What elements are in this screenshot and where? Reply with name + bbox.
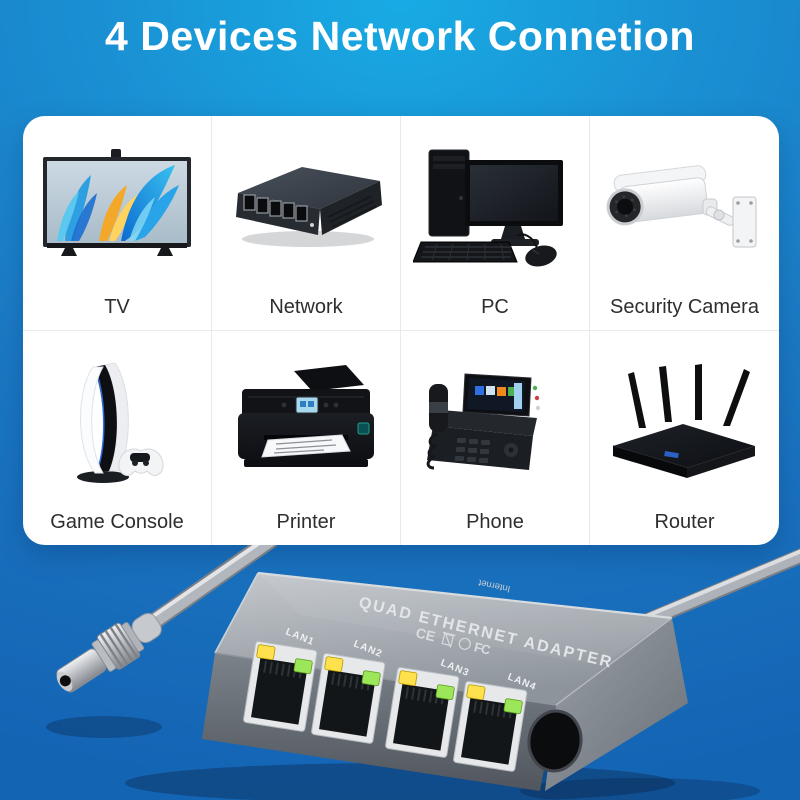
dc-input-hole <box>527 709 583 773</box>
ce-mark: CE <box>414 624 437 644</box>
device-cell-phone: Phone <box>401 330 590 545</box>
lan3-green-led <box>435 684 455 701</box>
device-cell-network: Network <box>212 116 401 331</box>
certification-marks: CE FC <box>414 624 493 658</box>
rj45-port-lan4 <box>453 680 528 772</box>
right-cable <box>629 548 800 634</box>
device-label-phone: Phone <box>466 511 524 533</box>
game-controller <box>118 448 164 477</box>
device-cell-tv: TV <box>23 116 212 331</box>
lan2-green-led <box>361 670 381 687</box>
weee-bin-icon <box>441 633 455 647</box>
device-cell-game-console: Game Console <box>23 330 212 545</box>
switch-ports <box>243 194 308 222</box>
banner-title: 4 Devices Network Connetion <box>105 13 695 59</box>
lan4-yellow-led <box>466 684 486 701</box>
fcc-mark: FC <box>473 639 493 658</box>
router-icon <box>612 364 755 479</box>
printer-icon <box>238 365 374 468</box>
device-cell-security-camera: Security Camera <box>590 116 779 331</box>
lan2-yellow-led <box>324 656 344 673</box>
left-cable <box>147 545 277 630</box>
desktop-pc-icon <box>413 149 563 267</box>
device-cell-pc: PC <box>401 116 590 331</box>
lan1-green-led <box>293 658 313 675</box>
quad-ethernet-adapter-photo: QUAD ETHERNET ADAPTER CE FC Internet LAN… <box>46 545 800 800</box>
internet-port-label: Internet <box>477 577 511 595</box>
device-label-security-camera: Security Camera <box>610 295 759 318</box>
device-label-router: Router <box>654 511 715 533</box>
rj45-port-lan1 <box>243 640 318 732</box>
rohs-mark-icon <box>458 637 471 650</box>
game-console-icon <box>77 362 164 484</box>
device-label-printer: Printer <box>276 511 336 533</box>
device-label-pc: PC <box>481 295 509 318</box>
devices-card: TV <box>23 116 779 545</box>
lan4-green-led <box>503 698 523 715</box>
device-label-tv: TV <box>104 295 130 318</box>
switch-power-led <box>310 223 314 228</box>
dc-power-plug <box>56 612 162 693</box>
adapter-body: QUAD ETHERNET ADAPTER CE FC Internet LAN… <box>202 571 688 791</box>
router-led <box>663 451 679 459</box>
network-switch-icon <box>236 167 382 248</box>
device-label-network: Network <box>269 295 343 318</box>
plug-tip-hole <box>59 675 71 687</box>
tv-camera <box>111 149 121 160</box>
security-camera-icon <box>606 165 756 248</box>
rj45-port-lan2 <box>311 652 386 744</box>
device-cell-printer: Printer <box>212 330 401 545</box>
device-cell-router: Router <box>590 331 779 546</box>
lan1-yellow-led <box>256 644 276 661</box>
device-label-game-console: Game Console <box>50 511 184 533</box>
lan3-yellow-led <box>398 670 418 687</box>
router-antennas <box>627 364 750 429</box>
phone-keypad <box>455 438 490 464</box>
printer-screen <box>295 396 319 414</box>
ip-phone-icon <box>426 373 541 471</box>
tv-icon <box>43 149 191 257</box>
rj45-port-lan3 <box>385 666 460 758</box>
phone-cord <box>426 432 438 470</box>
